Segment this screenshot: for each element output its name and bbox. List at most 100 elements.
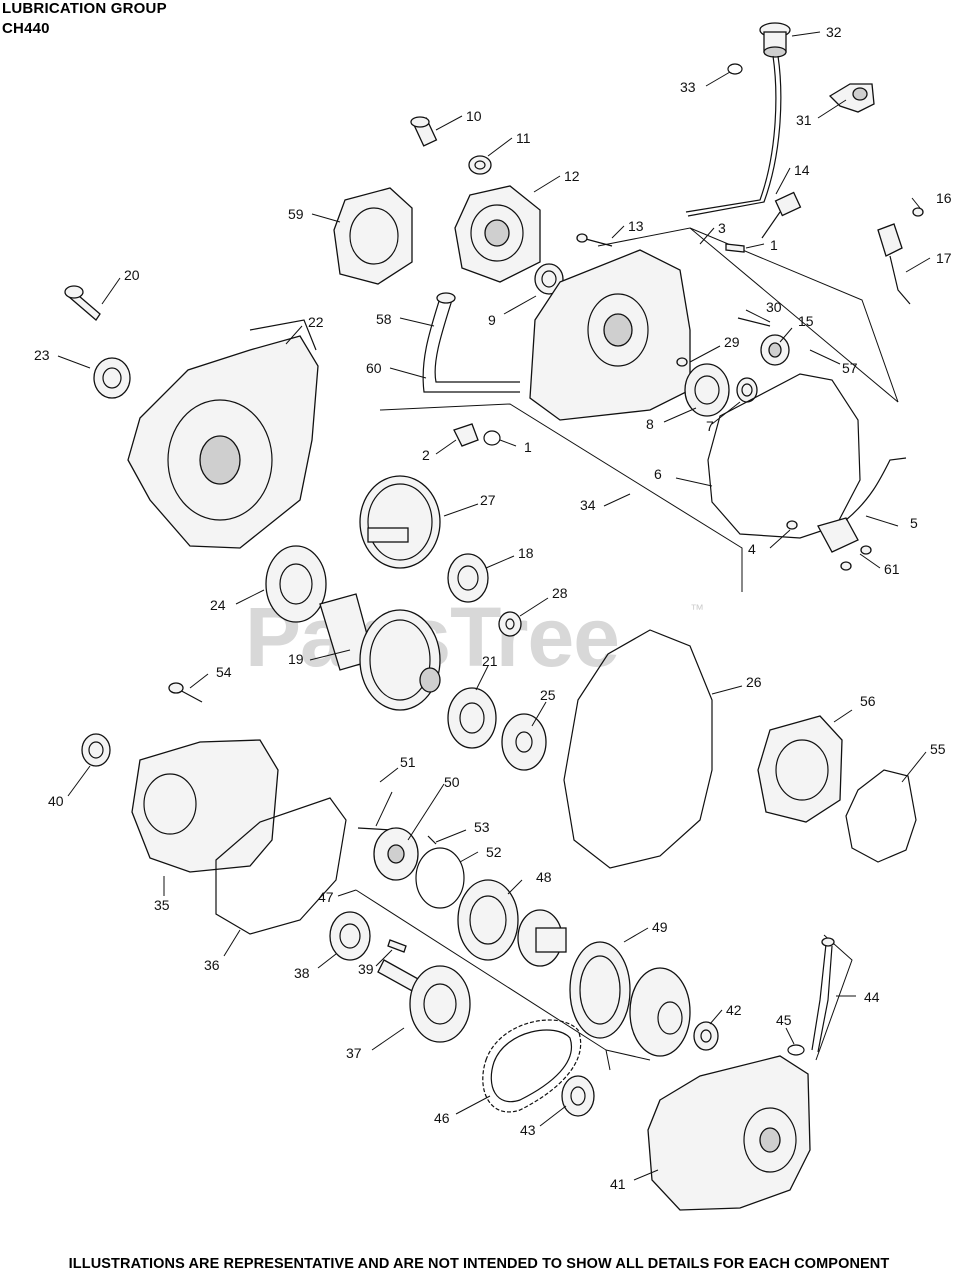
callout-48: 48 <box>536 869 552 885</box>
callout-4: 4 <box>748 541 756 557</box>
callout-42: 42 <box>726 1002 742 1018</box>
callout-8: 8 <box>646 416 654 432</box>
callout-17: 17 <box>936 250 952 266</box>
callout-58: 58 <box>376 311 392 327</box>
callout-16: 16 <box>936 190 952 206</box>
callout-18: 18 <box>518 545 534 561</box>
crankcase-cover-part <box>529 249 691 421</box>
bearing-part <box>447 687 497 749</box>
callout-21: 21 <box>482 653 498 669</box>
watermark-trademark: ™ <box>690 601 704 617</box>
callout-24: 24 <box>210 597 226 613</box>
bearing-part <box>329 911 371 961</box>
breather-tube-part <box>811 937 835 1053</box>
callout-41: 41 <box>610 1176 626 1192</box>
gasket-part <box>215 797 347 935</box>
callout-33: 33 <box>680 79 696 95</box>
callout-37: 37 <box>346 1045 362 1061</box>
switch-part <box>877 223 911 305</box>
callout-54: 54 <box>216 664 232 680</box>
cover-plate-part <box>333 187 413 285</box>
callout-15: 15 <box>798 313 814 329</box>
breather-tube-part <box>422 292 520 393</box>
friction-disc-part <box>569 941 631 1039</box>
o-ring-part <box>787 1044 805 1056</box>
callout-19: 19 <box>288 651 304 667</box>
gasket-part <box>845 769 917 863</box>
gear-part <box>359 475 441 569</box>
dipstick-cap-part <box>685 22 791 217</box>
callout-7: 7 <box>706 418 714 434</box>
oil-seal-part <box>81 733 111 767</box>
cover-plate-part <box>757 715 843 823</box>
callout-38: 38 <box>294 965 310 981</box>
output-shaft-gear-part <box>319 593 441 711</box>
callout-23: 23 <box>34 347 50 363</box>
bearing-part <box>265 545 327 623</box>
callout-30: 30 <box>766 299 782 315</box>
bolt-part <box>168 682 203 703</box>
disclaimer-note: ILLUSTRATIONS ARE REPRESENTATIVE AND ARE… <box>68 1256 890 1272</box>
callout-6: 6 <box>654 466 662 482</box>
bolt-part <box>576 233 613 247</box>
callout-14: 14 <box>794 162 810 178</box>
screw-part <box>840 545 872 571</box>
callout-9: 9 <box>488 312 496 328</box>
engine-model-label: CH440 <box>2 20 50 37</box>
gasket-part <box>707 373 861 539</box>
snap-ring-part <box>415 847 465 909</box>
screw-part <box>676 357 688 367</box>
gear-case-cover-part <box>647 1055 811 1211</box>
clutch-drum-part <box>629 967 691 1057</box>
o-ring-part <box>727 63 743 75</box>
cover-plate-part <box>454 185 541 283</box>
callout-39: 39 <box>358 961 374 977</box>
callout-1-lower: 1 <box>524 439 532 455</box>
callout-52: 52 <box>486 844 502 860</box>
callout-10: 10 <box>466 108 482 124</box>
key-part <box>387 939 407 953</box>
oil-seal-part <box>736 377 758 403</box>
callout-49: 49 <box>652 919 668 935</box>
callout-31: 31 <box>796 112 812 128</box>
screw-part <box>912 207 924 217</box>
clip-part <box>828 83 875 113</box>
callout-45: 45 <box>776 1012 792 1028</box>
callout-27: 27 <box>480 492 496 508</box>
callout-50: 50 <box>444 774 460 790</box>
spring-part <box>357 827 393 831</box>
callout-2: 2 <box>422 447 430 463</box>
callout-57: 57 <box>842 360 858 376</box>
sensor-harness-part <box>817 457 907 553</box>
callout-11: 11 <box>516 130 531 146</box>
drive-shaft-sprocket-part <box>377 959 471 1043</box>
gasket-part <box>563 629 713 869</box>
clutch-housing-part <box>131 739 279 873</box>
callout-56: 56 <box>860 693 876 709</box>
sprocket-hub-part <box>517 909 567 967</box>
drive-disc-part <box>457 879 519 961</box>
callout-32: 32 <box>826 24 842 40</box>
callout-25: 25 <box>540 687 556 703</box>
callout-36: 36 <box>204 957 220 973</box>
callout-34: 34 <box>580 497 596 513</box>
drive-chain-part <box>482 1019 582 1113</box>
washer-part <box>693 1021 719 1051</box>
drain-plug-part <box>453 423 479 447</box>
callout-53: 53 <box>474 819 490 835</box>
callout-29: 29 <box>724 334 740 350</box>
washer-part <box>498 611 522 637</box>
callout-26: 26 <box>746 674 762 690</box>
callout-43: 43 <box>520 1122 536 1138</box>
oil-sensor-part <box>761 191 802 239</box>
callout-40: 40 <box>48 793 64 809</box>
bolt-part <box>64 285 101 321</box>
callout-5: 5 <box>910 515 918 531</box>
clutch-assembly-part <box>373 827 419 881</box>
washer-part <box>468 155 492 175</box>
callout-59: 59 <box>288 206 304 222</box>
o-ring-part <box>483 430 501 446</box>
pin-part <box>725 243 745 253</box>
